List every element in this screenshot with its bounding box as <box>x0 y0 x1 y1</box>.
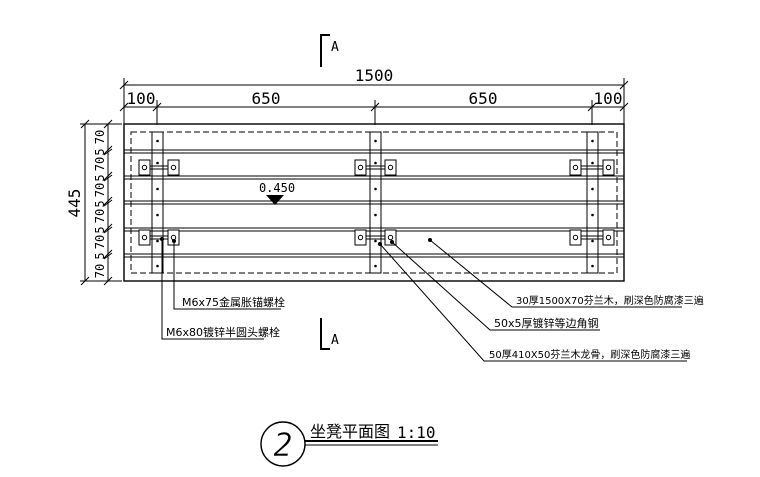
callout-wood-slats: 30厚1500X70芬兰木，刷深色防腐漆三遍 <box>516 294 704 307</box>
title-underline <box>305 440 438 446</box>
segment-label-1: 100 <box>127 89 156 108</box>
overall-width-label: 1500 <box>355 66 394 85</box>
row-label-9: 70 <box>93 235 107 249</box>
keel-strips <box>151 131 599 274</box>
callout-keel: 50厚410X50芬兰木龙骨，刷深色防腐漆三遍 <box>489 348 690 361</box>
leader-lines <box>161 239 687 362</box>
row-label-5: 70 <box>93 183 107 197</box>
callout-anchor-bolt: M6x75金属胀锚螺栓 <box>182 295 285 309</box>
section-mark-bottom-label: A <box>331 333 339 348</box>
callout-angle-steel: 50x5厚镀锌等边角钢 <box>494 316 599 330</box>
row-label-10: 5 <box>93 252 107 259</box>
row-label-2: 5 <box>93 148 107 155</box>
title-number-circle <box>260 421 306 467</box>
top-dimensions <box>119 78 629 125</box>
bolt-shanks <box>150 165 603 240</box>
title-scale: 1:10 <box>397 423 436 442</box>
section-mark-top-label: A <box>331 40 339 55</box>
overall-height-label: 445 <box>65 189 84 218</box>
row-label-7: 70 <box>93 209 107 223</box>
row-label-6: 5 <box>93 200 107 207</box>
bolt-plates <box>138 159 615 246</box>
segment-label-4: 100 <box>594 89 623 108</box>
segment-label-3: 650 <box>469 89 498 108</box>
section-mark-top <box>320 34 330 67</box>
segment-label-2: 650 <box>252 89 281 108</box>
row-label-4: 5 <box>93 174 107 181</box>
keel-screw-holes <box>156 139 594 268</box>
elevation-label: 0.450 <box>259 181 295 195</box>
bolt-holes <box>141 164 612 241</box>
row-label-3: 70 <box>93 157 107 171</box>
callout-round-head-bolt: M6x80镀锌半圆头螺栓 <box>166 325 280 339</box>
leader-dots <box>160 237 432 246</box>
elevation-triangle <box>266 195 284 205</box>
row-label-8: 5 <box>93 226 107 233</box>
section-mark-bottom <box>320 318 330 350</box>
wood-slats <box>124 149 624 258</box>
title-number: 2 <box>273 426 292 464</box>
row-label-1: 70 <box>93 130 107 144</box>
left-dimensions <box>80 119 122 286</box>
title-text: 坐凳平面图 <box>310 422 390 441</box>
row-label-11: 70 <box>93 264 107 278</box>
